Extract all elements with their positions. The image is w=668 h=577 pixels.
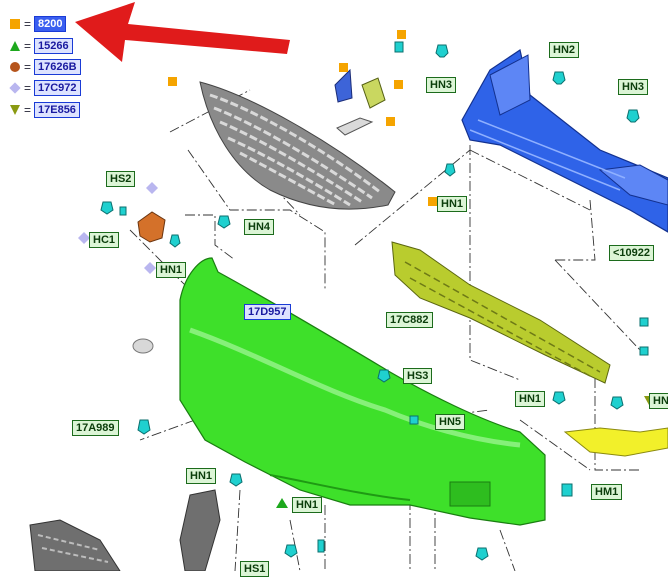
fastener — [561, 483, 573, 497]
orange-square-marker — [394, 80, 403, 89]
callout-hn1-lower-left: HN1 — [186, 468, 217, 484]
fastener — [119, 206, 127, 216]
fastener — [639, 317, 649, 327]
fastener — [137, 419, 151, 435]
side-bracket — [137, 211, 166, 243]
callout-hn1-mid: HN1 — [515, 391, 546, 407]
legend-code: 8200 — [34, 16, 67, 32]
callout-17a989: 17A989 — [72, 420, 119, 436]
orange-square-icon — [10, 19, 20, 29]
legend-equals: = — [24, 17, 32, 31]
callout-17c882: 17C882 — [386, 312, 433, 328]
callout-hn3-right: HN3 — [618, 79, 649, 95]
fastener — [284, 544, 298, 558]
legend-equals: = — [24, 39, 32, 53]
orange-square-marker — [168, 77, 177, 86]
callout-hn1-lower-mid: HN1 — [292, 497, 323, 513]
callout-hn4: HN4 — [244, 219, 275, 235]
fastener — [169, 234, 181, 248]
fastener — [552, 71, 566, 85]
lilac-diamond-marker — [146, 182, 158, 194]
fastener — [217, 215, 231, 229]
bumper-cover — [179, 257, 546, 526]
fastener — [444, 163, 456, 177]
symbol-markers — [78, 30, 654, 508]
fastener — [409, 415, 419, 425]
upper-brackets — [334, 68, 386, 136]
callout-hn2: HN2 — [549, 42, 580, 58]
callout-hn3-left: HN3 — [426, 77, 457, 93]
lilac-diamond-marker — [78, 232, 90, 244]
callout-hs1: HS1 — [240, 561, 270, 577]
legend-code: 17626B — [34, 59, 81, 75]
reinforcement-beam — [461, 49, 668, 233]
fastener — [229, 473, 243, 487]
upper-grille — [199, 81, 396, 210]
fastener — [610, 396, 624, 410]
fastener — [552, 391, 566, 405]
green-triangle-marker — [276, 498, 288, 508]
legend-code: 15266 — [34, 38, 73, 54]
legend-code: 17E856 — [34, 102, 80, 118]
energy-absorber — [391, 241, 611, 384]
orange-square-marker — [397, 30, 406, 39]
olive-triangle-down-icon — [10, 105, 20, 115]
callout-10922: <10922 — [609, 245, 655, 261]
callout-hs2: HS2 — [106, 171, 136, 187]
callout-hn1-bracket: HN1 — [156, 262, 187, 278]
brown-circle-icon — [10, 62, 20, 72]
fastener — [639, 346, 649, 356]
fastener — [317, 539, 325, 553]
callout-hn5: HN5 — [435, 414, 466, 430]
fastener — [435, 44, 449, 58]
legend-equals: = — [24, 81, 32, 95]
callout-hn1-grille: HN1 — [437, 196, 468, 212]
callout-hn-cut: HN — [649, 393, 668, 409]
lower-grille — [29, 519, 121, 571]
callout-hc1: HC1 — [89, 232, 120, 248]
callout-hm1: HM1 — [591, 484, 623, 500]
orange-square-marker — [386, 117, 395, 126]
fastener — [377, 369, 391, 383]
fastener — [394, 41, 404, 53]
legend-code: 17C972 — [34, 80, 81, 96]
orange-square-marker — [339, 63, 348, 72]
red-arrow — [75, 2, 290, 62]
callout-17d957: 17D957 — [244, 304, 291, 320]
fastener — [475, 547, 489, 561]
fastener — [626, 109, 640, 123]
orange-square-marker — [428, 197, 437, 206]
callout-hs3: HS3 — [403, 368, 433, 384]
fastener — [100, 201, 114, 215]
fog-lamp-bezel — [132, 338, 154, 354]
legend-equals: = — [24, 60, 32, 74]
fasteners — [100, 41, 649, 561]
legend-equals: = — [24, 103, 32, 117]
splash-shield — [179, 489, 221, 571]
lilac-diamond-marker — [144, 262, 156, 274]
green-triangle-icon — [10, 41, 20, 51]
lower-deflector — [563, 427, 668, 457]
